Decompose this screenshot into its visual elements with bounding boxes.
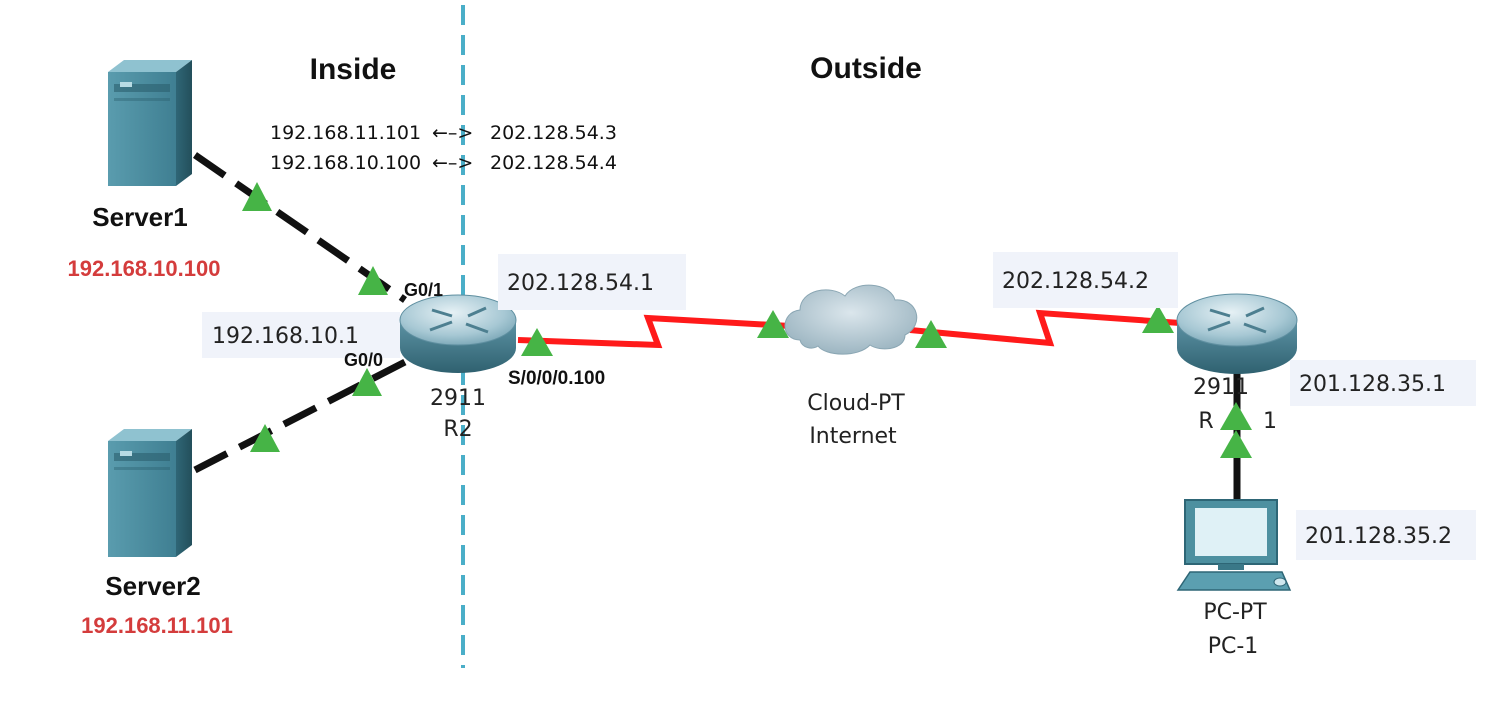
- nat-row-1-arrow: ←–>: [432, 122, 473, 144]
- nat-row-1-inside: 192.168.11.101: [270, 122, 421, 144]
- r2-wan-ip: 202.128.54.1: [507, 271, 654, 296]
- link-indicator-icon: [250, 424, 280, 452]
- link-cloud-r1-serial[interactable]: [909, 309, 1181, 347]
- r1-model: 2911: [1193, 375, 1249, 400]
- r1-lan-ip: 201.128.35.1: [1299, 372, 1446, 397]
- nat-row-1-outside: 202.128.54.3: [490, 122, 617, 144]
- inside-zone-label: Inside: [310, 53, 397, 86]
- link-server2-r2[interactable]: [193, 358, 407, 474]
- link-indicator-icon: [1220, 430, 1252, 458]
- r1-router-icon[interactable]: [1176, 293, 1298, 374]
- link-indicator-icon: [358, 266, 388, 295]
- r1-name-right: 1: [1263, 409, 1277, 434]
- nat-row-2-arrow: ←–>: [432, 152, 473, 174]
- pc1-ip-box: [1296, 510, 1476, 560]
- r2-interface-serial: S/0/0/0.100: [508, 368, 605, 389]
- pc1-ip: 201.128.35.2: [1305, 524, 1452, 549]
- r1-name-left: R: [1198, 409, 1213, 434]
- link-indicator-icon: [521, 328, 553, 356]
- nat-row-2-inside: 192.168.10.100: [270, 152, 421, 174]
- pc1-model: PC-PT: [1203, 600, 1267, 625]
- server2-ip: 192.168.11.101: [81, 613, 233, 638]
- r1-wan-ip: 202.128.54.2: [1002, 269, 1149, 294]
- r2-model: 2911: [430, 386, 486, 411]
- nat-row-2-outside: 202.128.54.4: [490, 152, 617, 174]
- server1-icon[interactable]: [108, 60, 192, 186]
- server1-ip: 192.168.10.100: [68, 256, 221, 281]
- pc1-computer-icon[interactable]: [1176, 499, 1292, 591]
- r2-interface-g0-1: G0/1: [404, 280, 443, 300]
- nat-translation-table: 192.168.11.101 ←–> 202.128.54.3 192.168.…: [270, 122, 617, 174]
- link-indicator-icon: [915, 320, 947, 348]
- server2-name: Server2: [105, 571, 200, 601]
- r1-lan-ip-box: [1290, 360, 1476, 406]
- r2-lan-ip: 192.168.10.1: [212, 324, 359, 349]
- link-indicator-icon: [757, 310, 789, 338]
- cloud-name: Internet: [809, 424, 897, 449]
- r1-wan-ip-box: [993, 252, 1178, 308]
- cloud-model: Cloud-PT: [807, 391, 905, 416]
- pc1-name: PC-1: [1208, 634, 1259, 659]
- r2-interface-g0-0: G0/0: [344, 350, 383, 370]
- r2-router-icon[interactable]: [399, 294, 517, 373]
- server2-icon[interactable]: [108, 429, 192, 557]
- internet-cloud-icon[interactable]: [784, 284, 918, 355]
- link-r2-cloud-serial[interactable]: [517, 314, 791, 349]
- r2-name: R2: [443, 417, 472, 442]
- link-indicator-icon: [1220, 402, 1252, 430]
- link-indicator-icon: [1142, 305, 1174, 333]
- r2-wan-ip-box: [498, 254, 686, 310]
- server1-name: Server1: [92, 202, 187, 232]
- link-indicator-icon: [352, 368, 382, 396]
- link-indicator-icon: [242, 182, 272, 211]
- r2-lan-ip-box: [202, 312, 400, 358]
- outside-zone-label: Outside: [810, 52, 922, 85]
